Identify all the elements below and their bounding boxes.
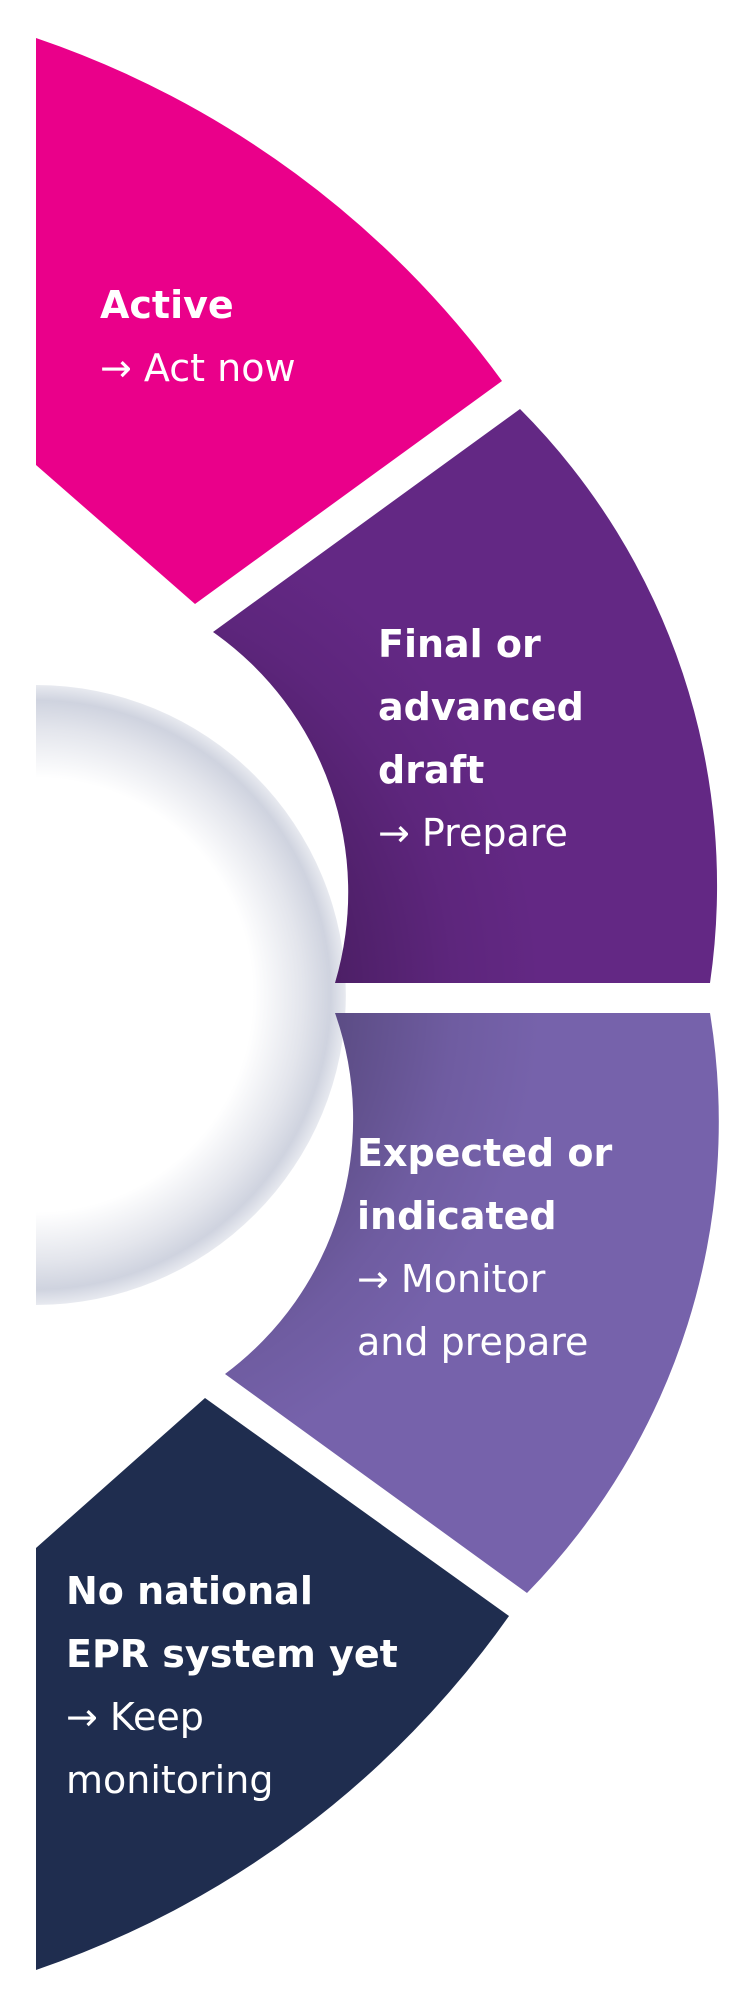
wedge-expected-or-indicated-shading	[225, 1013, 719, 1593]
wedge-final-or-advanced-draft-label: Final or advanced draft → Prepare	[378, 622, 584, 855]
wedge-no-national-epr-system-yet-shape	[36, 1398, 509, 1970]
segment-action-line: → Keep	[66, 1695, 204, 1739]
wedge-final-or-advanced-draft-shading	[213, 409, 718, 983]
segment-title-line: No national	[66, 1569, 313, 1613]
segment-action-line: → Monitor	[357, 1257, 546, 1301]
segment-title-line: advanced	[378, 685, 584, 729]
segment-title-line: Expected or	[357, 1131, 612, 1175]
wedge-active-shape	[36, 38, 502, 604]
segment-action-line: and prepare	[357, 1320, 588, 1364]
inner-ring	[36, 685, 346, 1305]
segment-action-line: → Act now	[100, 346, 296, 390]
wedge-expected-or-indicated-label: Expected or indicated → Monitor and prepare	[357, 1131, 612, 1364]
segment-title-line: indicated	[357, 1194, 557, 1238]
wedge-final-or-advanced-draft: Final or advanced draft → Prepare	[213, 409, 718, 983]
wedge-active: Active → Act now	[36, 38, 502, 604]
wedge-expected-or-indicated: Expected or indicated → Monitor and prepare	[225, 1013, 719, 1593]
segment-title-line: Active	[100, 283, 234, 327]
segment-action-line: monitoring	[66, 1758, 273, 1802]
segment-title-line: Final or	[378, 622, 541, 666]
wedge-active-label: Active → Act now	[100, 283, 296, 390]
segment-title-line: EPR system yet	[66, 1632, 398, 1676]
segment-title-line: draft	[378, 748, 484, 792]
segment-action-line: → Prepare	[378, 811, 568, 855]
